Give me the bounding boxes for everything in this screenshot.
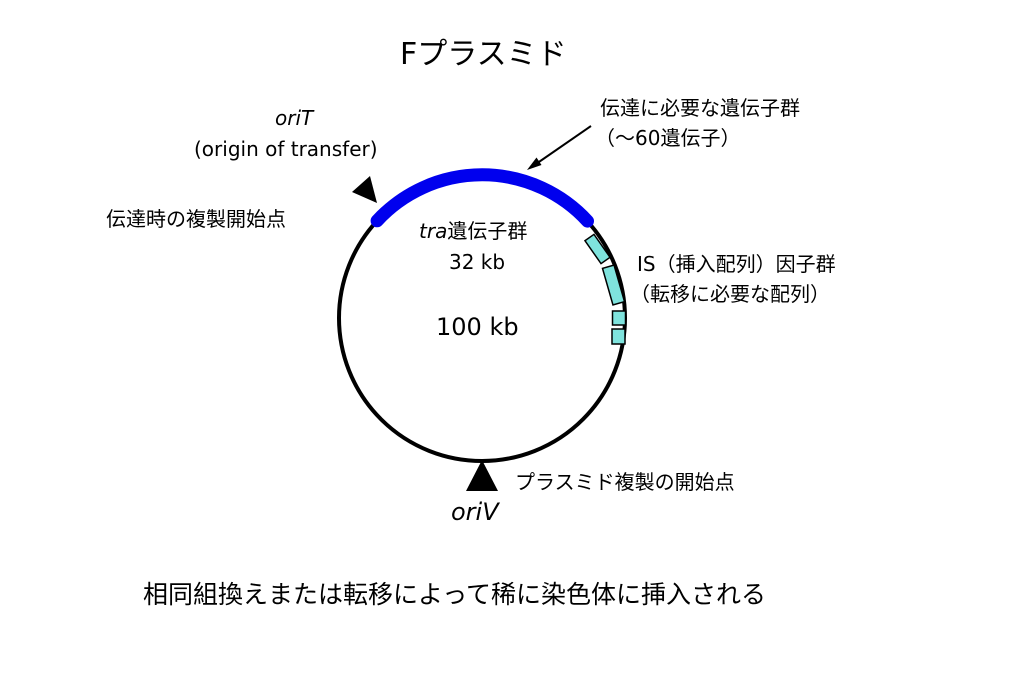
plasmid-size-label: 100 kb bbox=[436, 313, 519, 341]
replication-start-label: プラスミド複製の開始点 bbox=[515, 470, 735, 494]
bottom-caption: 相同組換えまたは転移によって稀に染色体に挿入される bbox=[143, 580, 767, 609]
pointer-arrowhead bbox=[527, 157, 542, 170]
tra-size-label: 32 kb bbox=[449, 250, 506, 274]
orit-label: oriT bbox=[275, 106, 314, 130]
oriv-label: oriV bbox=[451, 498, 499, 526]
pointer-arrow-line bbox=[535, 125, 592, 165]
is-element-box-4 bbox=[611, 328, 626, 345]
is-element-box-3 bbox=[611, 310, 627, 326]
is-element-box-2 bbox=[601, 264, 626, 306]
diagram-title: Fプラスミド bbox=[400, 37, 567, 72]
oriv-marker-triangle bbox=[466, 460, 498, 491]
is-element-box-1 bbox=[583, 233, 612, 265]
transfer-genes-label: 伝達に必要な遺伝子群 bbox=[600, 96, 800, 120]
is-elements-description: （転移に必要な配列） bbox=[630, 282, 830, 306]
transfer-start-label: 伝達時の複製開始点 bbox=[106, 207, 286, 231]
is-elements-label: IS（挿入配列）因子群 bbox=[637, 252, 836, 276]
orit-marker-triangle bbox=[352, 176, 377, 203]
tra-region-arc bbox=[370, 168, 594, 228]
tra-genes-label: tra遺伝子群 bbox=[419, 219, 528, 243]
transfer-genes-count: （～60遺伝子） bbox=[595, 126, 741, 150]
orit-description: (origin of transfer) bbox=[194, 137, 378, 161]
